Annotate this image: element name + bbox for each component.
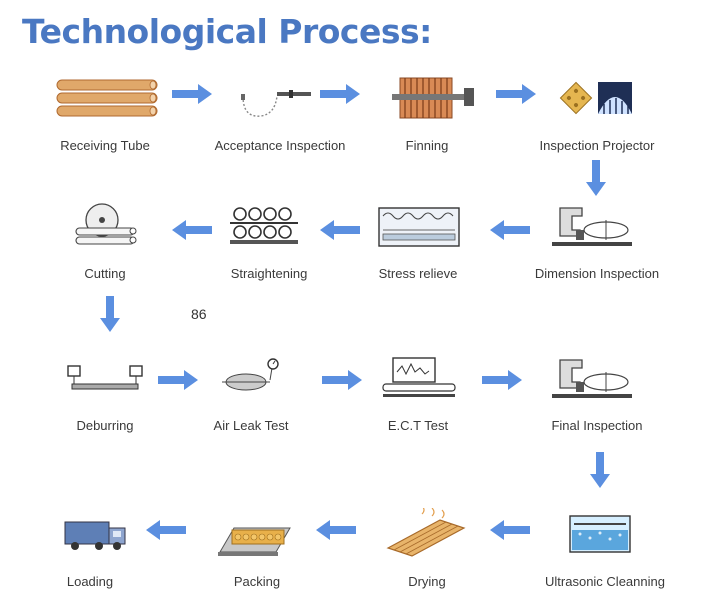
step-loading: Loading — [15, 508, 165, 598]
eddy-current-tester-icon — [382, 357, 456, 397]
step-label: Dimension Inspection — [534, 266, 660, 281]
arrow-down-icon — [100, 296, 120, 332]
arrow-right-icon — [482, 370, 522, 390]
note-number: 86 — [191, 306, 207, 322]
step-finning: Finning — [352, 72, 502, 162]
furnace-icon — [378, 207, 460, 247]
step-label: Air Leak Test — [213, 418, 289, 433]
wooden-crate-icon — [218, 527, 291, 556]
pressure-gauge-icon — [222, 358, 279, 391]
tube-bundle-icon — [56, 79, 158, 117]
arrow-left-icon — [146, 520, 186, 540]
step-inspection-projector: Inspection Projector — [522, 72, 672, 162]
step-label: E.C.T Test — [387, 418, 449, 433]
step-label: Receiving Tube — [60, 138, 150, 153]
step-label: Straightening — [230, 266, 308, 281]
step-ultrasonic-cleanning: Ultrasonic Cleanning — [530, 508, 680, 598]
arrow-down-icon — [590, 452, 610, 488]
step-final-inspection: Final Inspection — [522, 352, 672, 442]
drying-tubes-icon — [386, 508, 466, 557]
step-label: Acceptance Inspection — [214, 138, 346, 153]
step-label: Stress relieve — [378, 266, 458, 281]
step-packing: Packing — [182, 508, 332, 598]
projector-icon — [559, 81, 632, 115]
arrow-down-icon — [586, 160, 606, 196]
arrow-right-icon — [320, 84, 360, 104]
arrow-right-icon — [496, 84, 536, 104]
step-deburring: Deburring — [30, 352, 180, 442]
step-cutting: Cutting — [30, 200, 180, 290]
step-receiving-tube: Receiving Tube — [30, 72, 180, 162]
step-air-leak-test: Air Leak Test — [176, 352, 326, 442]
deburring-icon — [67, 365, 143, 390]
arrow-left-icon — [172, 220, 212, 240]
arrow-left-icon — [316, 520, 356, 540]
step-dimension-inspection: Dimension Inspection — [522, 200, 672, 290]
saw-blade-icon — [75, 203, 137, 245]
step-label: Ultrasonic Cleanning — [545, 574, 665, 589]
ultrasonic-tank-icon — [569, 515, 631, 553]
step-drying: Drying — [352, 508, 502, 598]
step-stress-relieve: Stress relieve — [343, 200, 493, 290]
step-acceptance-inspection: Acceptance Inspection — [205, 72, 355, 162]
step-straightening: Straightening — [194, 200, 344, 290]
caliper-icon — [552, 359, 632, 398]
arrow-right-icon — [172, 84, 212, 104]
arrow-left-icon — [320, 220, 360, 240]
arrow-left-icon — [490, 520, 530, 540]
rollers-icon — [230, 207, 298, 244]
inspection-probe-icon — [241, 90, 311, 117]
step-label: Packing — [233, 574, 281, 589]
truck-icon — [64, 521, 126, 550]
caliper-icon — [552, 207, 632, 246]
arrow-right-icon — [158, 370, 198, 390]
arrow-left-icon — [490, 220, 530, 240]
step-label: Inspection Projector — [539, 138, 655, 153]
step-label: Cutting — [84, 266, 126, 281]
arrow-right-icon — [322, 370, 362, 390]
finning-machine-icon — [392, 77, 474, 119]
step-label: Deburring — [76, 418, 134, 433]
step-label: Drying — [408, 574, 446, 589]
step-ect-test: E.C.T Test — [343, 352, 493, 442]
step-label: Final Inspection — [551, 418, 643, 433]
step-label: Loading — [66, 574, 114, 589]
page-title: Technological Process: — [22, 12, 432, 51]
step-label: Finning — [405, 138, 449, 153]
